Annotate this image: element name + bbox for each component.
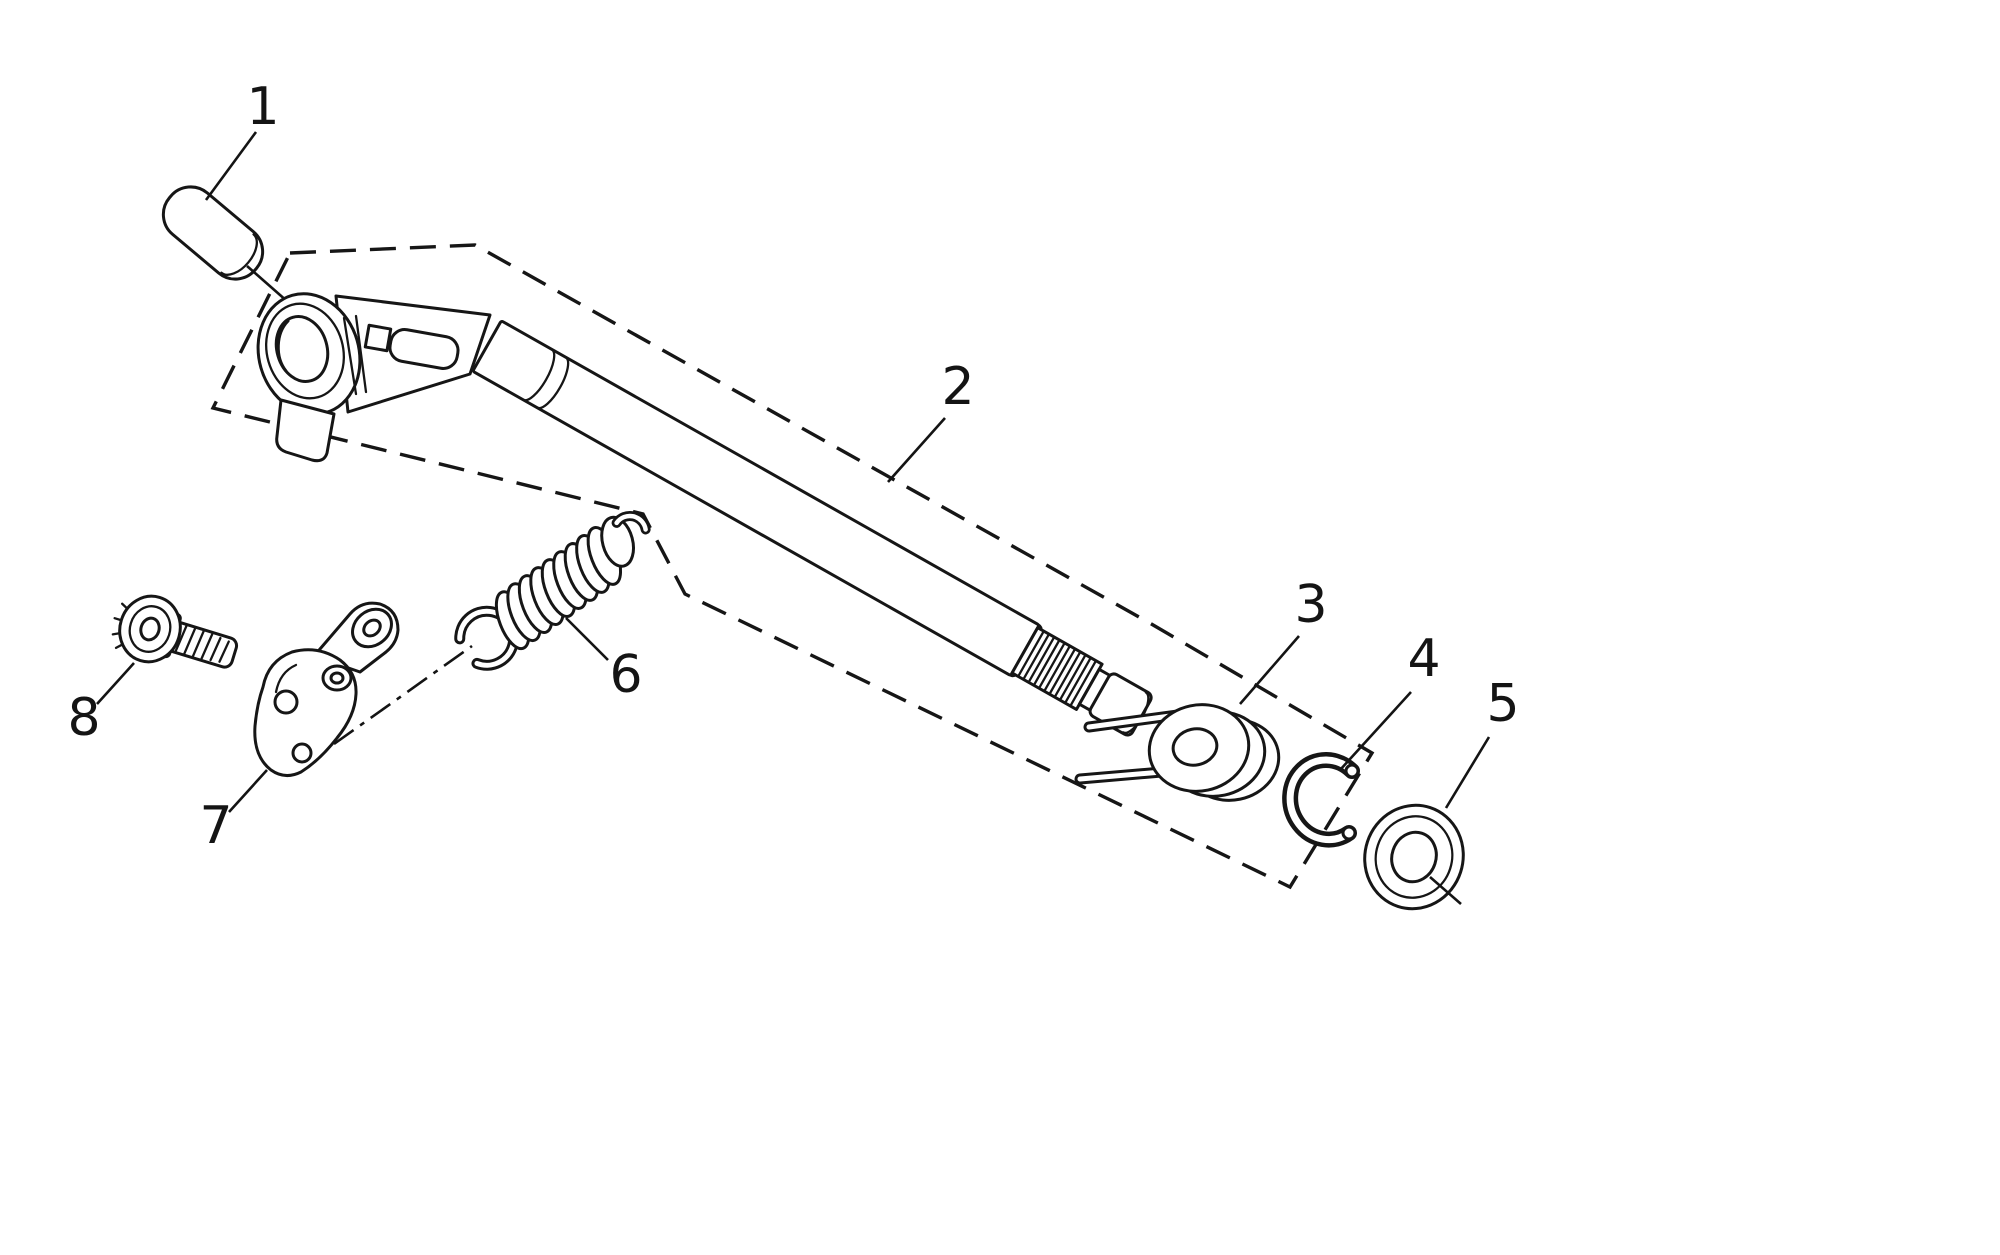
centerline-dash-dot xyxy=(333,644,473,746)
part-label-4: 4 xyxy=(1407,629,1440,689)
leader-line-4 xyxy=(1339,691,1412,771)
clamp-lug xyxy=(275,398,336,463)
part-label-6: 6 xyxy=(609,645,642,705)
part-8-bolt xyxy=(111,594,239,669)
coil-front-hole xyxy=(1171,727,1219,767)
leader-line-8 xyxy=(96,662,135,705)
pin-end-face xyxy=(220,233,258,276)
bolt-head-knurl-ticks xyxy=(111,602,129,650)
pawl-pivot-hole xyxy=(329,671,345,685)
assembly-boundary-dashed-outline xyxy=(210,243,1375,890)
part-label-2: 2 xyxy=(941,357,974,417)
leader-line-7 xyxy=(228,769,268,813)
part-7-shift-arm xyxy=(253,601,473,777)
spring-end-loop xyxy=(600,515,635,568)
leader-line-3 xyxy=(1239,635,1300,705)
bolt-head-center xyxy=(139,616,161,642)
seal-lip-mark xyxy=(1429,876,1462,905)
part-label-3: 3 xyxy=(1294,575,1327,635)
assembly-boundary xyxy=(210,243,1375,890)
leader-line-1 xyxy=(204,131,258,201)
leader-line-2 xyxy=(887,417,946,483)
shaft-step-line-2 xyxy=(535,356,570,410)
circlip-lug-bottom xyxy=(1341,825,1357,841)
part-label-1: 1 xyxy=(246,77,279,137)
part-label-8: 8 xyxy=(67,688,100,748)
spring-hook-top-core xyxy=(614,513,648,532)
pawl-roller-hub xyxy=(362,618,382,638)
leader-line-6 xyxy=(565,617,609,661)
clamp-boss-ring xyxy=(264,302,346,400)
pawl-plate-contour xyxy=(274,663,298,694)
part-5-oil-seal xyxy=(1363,803,1465,911)
seal-bore-hole xyxy=(1390,830,1438,884)
part-2-shift-shaft xyxy=(256,292,1153,737)
clamp-bore-shading xyxy=(276,319,290,373)
circlip-ring-core xyxy=(1286,756,1356,843)
pawl-hole-upper xyxy=(273,689,299,715)
part-3-torsion-spring xyxy=(1074,703,1281,802)
shaft-group xyxy=(471,319,1153,737)
part-label-7: 7 xyxy=(199,796,232,856)
pin-body xyxy=(161,185,265,281)
lever-square-hole xyxy=(363,323,393,353)
shaft-step-line-1 xyxy=(522,348,556,402)
part-6-return-spring xyxy=(454,510,651,671)
leader-line-5 xyxy=(1444,736,1491,809)
circlip-lug-top xyxy=(1344,763,1360,779)
clamp-slot-line-2 xyxy=(354,314,368,394)
spline-teeth xyxy=(1017,629,1098,708)
bolt-head-ring xyxy=(128,605,172,653)
part-label-5: 5 xyxy=(1486,674,1519,734)
spring-coils xyxy=(494,526,623,651)
lever-window-cutout xyxy=(388,328,460,370)
clamp-slot-line-1 xyxy=(342,316,358,396)
pawl-hole-lower xyxy=(291,742,313,764)
seal-middle-ring xyxy=(1374,815,1454,899)
bolt-threads xyxy=(174,624,230,663)
part-4-circlip xyxy=(1282,751,1360,848)
part-labels: 1 2 3 4 5 6 7 8 xyxy=(67,77,1519,856)
